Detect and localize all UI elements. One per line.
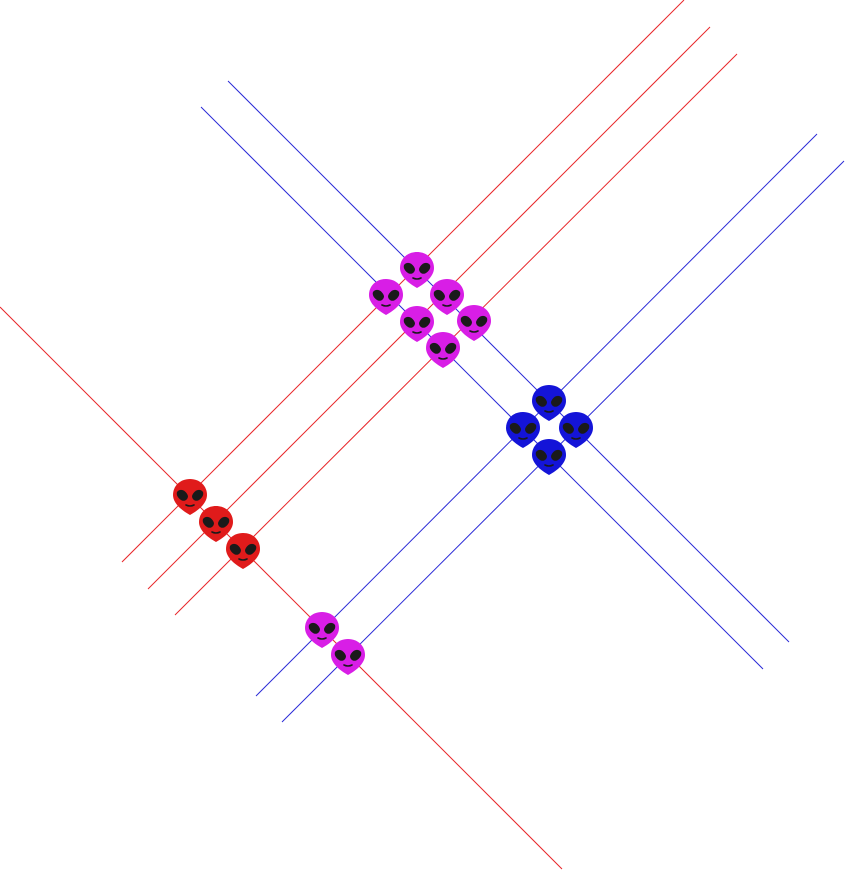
alien-face-icon (456, 304, 492, 342)
alien-face-icon (304, 611, 340, 649)
alien-face-icon (531, 438, 567, 476)
blue-line-4 (281, 160, 845, 723)
alien-face-icon (198, 505, 234, 543)
blue-line-1 (227, 80, 790, 643)
alien-face-icon (425, 331, 461, 369)
alien-face-icon (429, 278, 465, 316)
alien-face-icon (225, 532, 261, 570)
red-line-1 (0, 306, 563, 870)
blue-line-2 (200, 106, 764, 670)
red-line-3 (147, 26, 711, 590)
alien-face-icon (330, 638, 366, 676)
red-line-4 (174, 53, 738, 616)
alien-face-icon (531, 384, 567, 422)
aliens-layer (172, 251, 594, 676)
blue-line-3 (255, 133, 818, 697)
red-line-2 (121, 0, 685, 563)
alien-face-icon (399, 305, 435, 343)
alien-face-icon (505, 411, 541, 449)
alien-face-icon (558, 411, 594, 449)
